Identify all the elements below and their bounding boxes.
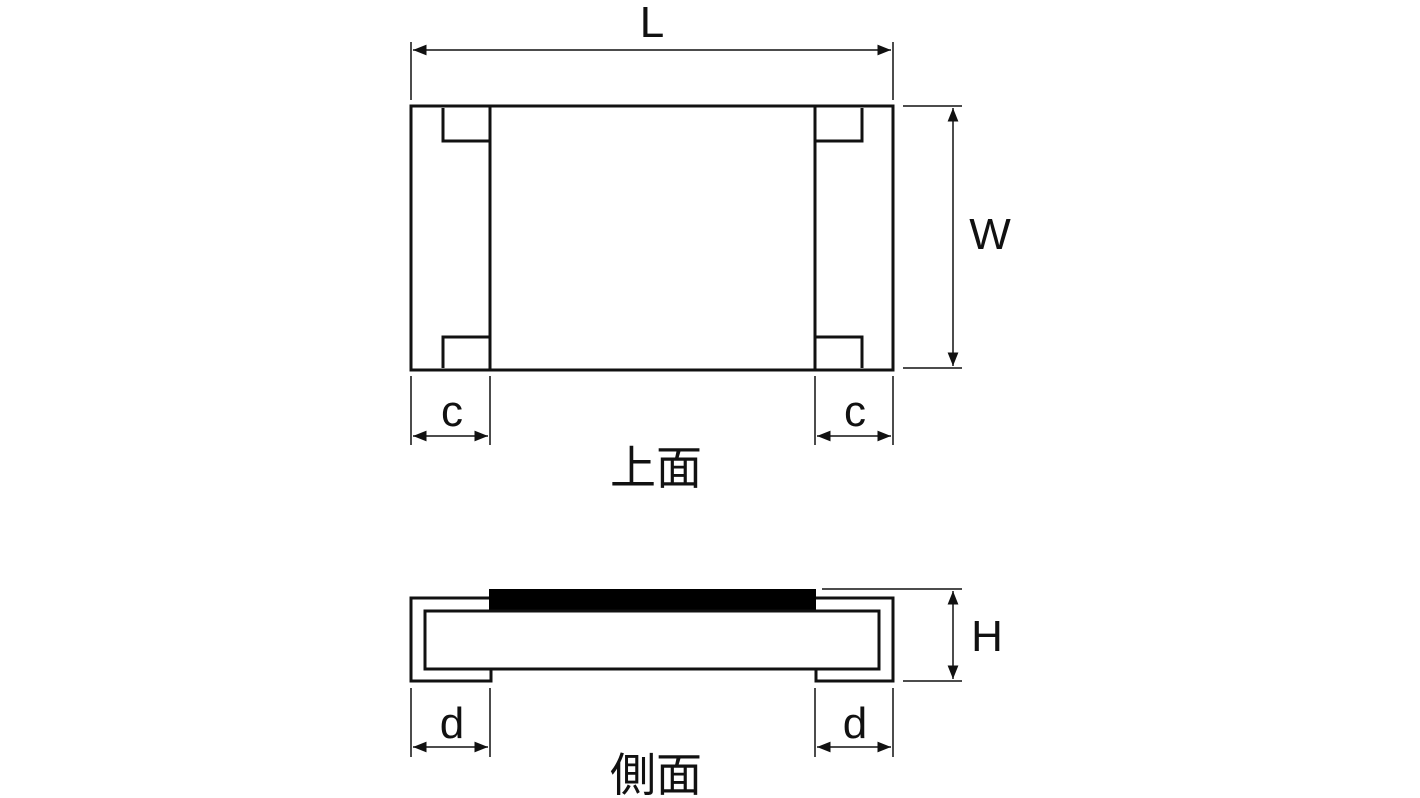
top-view-body — [409, 104, 895, 372]
top-view-caption: 上面 — [610, 441, 702, 495]
width-label: W — [969, 210, 1011, 259]
tab-top-right — [815, 108, 864, 143]
terminal-outline — [409, 596, 895, 683]
resistive-layer — [489, 589, 816, 611]
height-label: H — [971, 612, 1003, 661]
d-right-label: d — [843, 699, 867, 748]
top-margin-dimensions — [410, 376, 894, 445]
side-view-caption: 側面 — [610, 748, 702, 798]
side-view — [409, 589, 895, 683]
tab-bottom-right — [815, 335, 864, 368]
c-right-label: c — [844, 387, 866, 436]
tab-bottom-left — [441, 335, 490, 368]
width-dimension — [903, 105, 962, 369]
c-left-label: c — [441, 387, 463, 436]
top-view — [409, 104, 895, 372]
side-margin-dimensions — [410, 688, 894, 757]
substrate — [423, 609, 881, 671]
height-dimension — [822, 588, 962, 682]
length-dimension — [410, 42, 894, 100]
d-left-label: d — [440, 699, 464, 748]
tab-top-left — [441, 108, 490, 143]
length-label: L — [640, 0, 664, 47]
